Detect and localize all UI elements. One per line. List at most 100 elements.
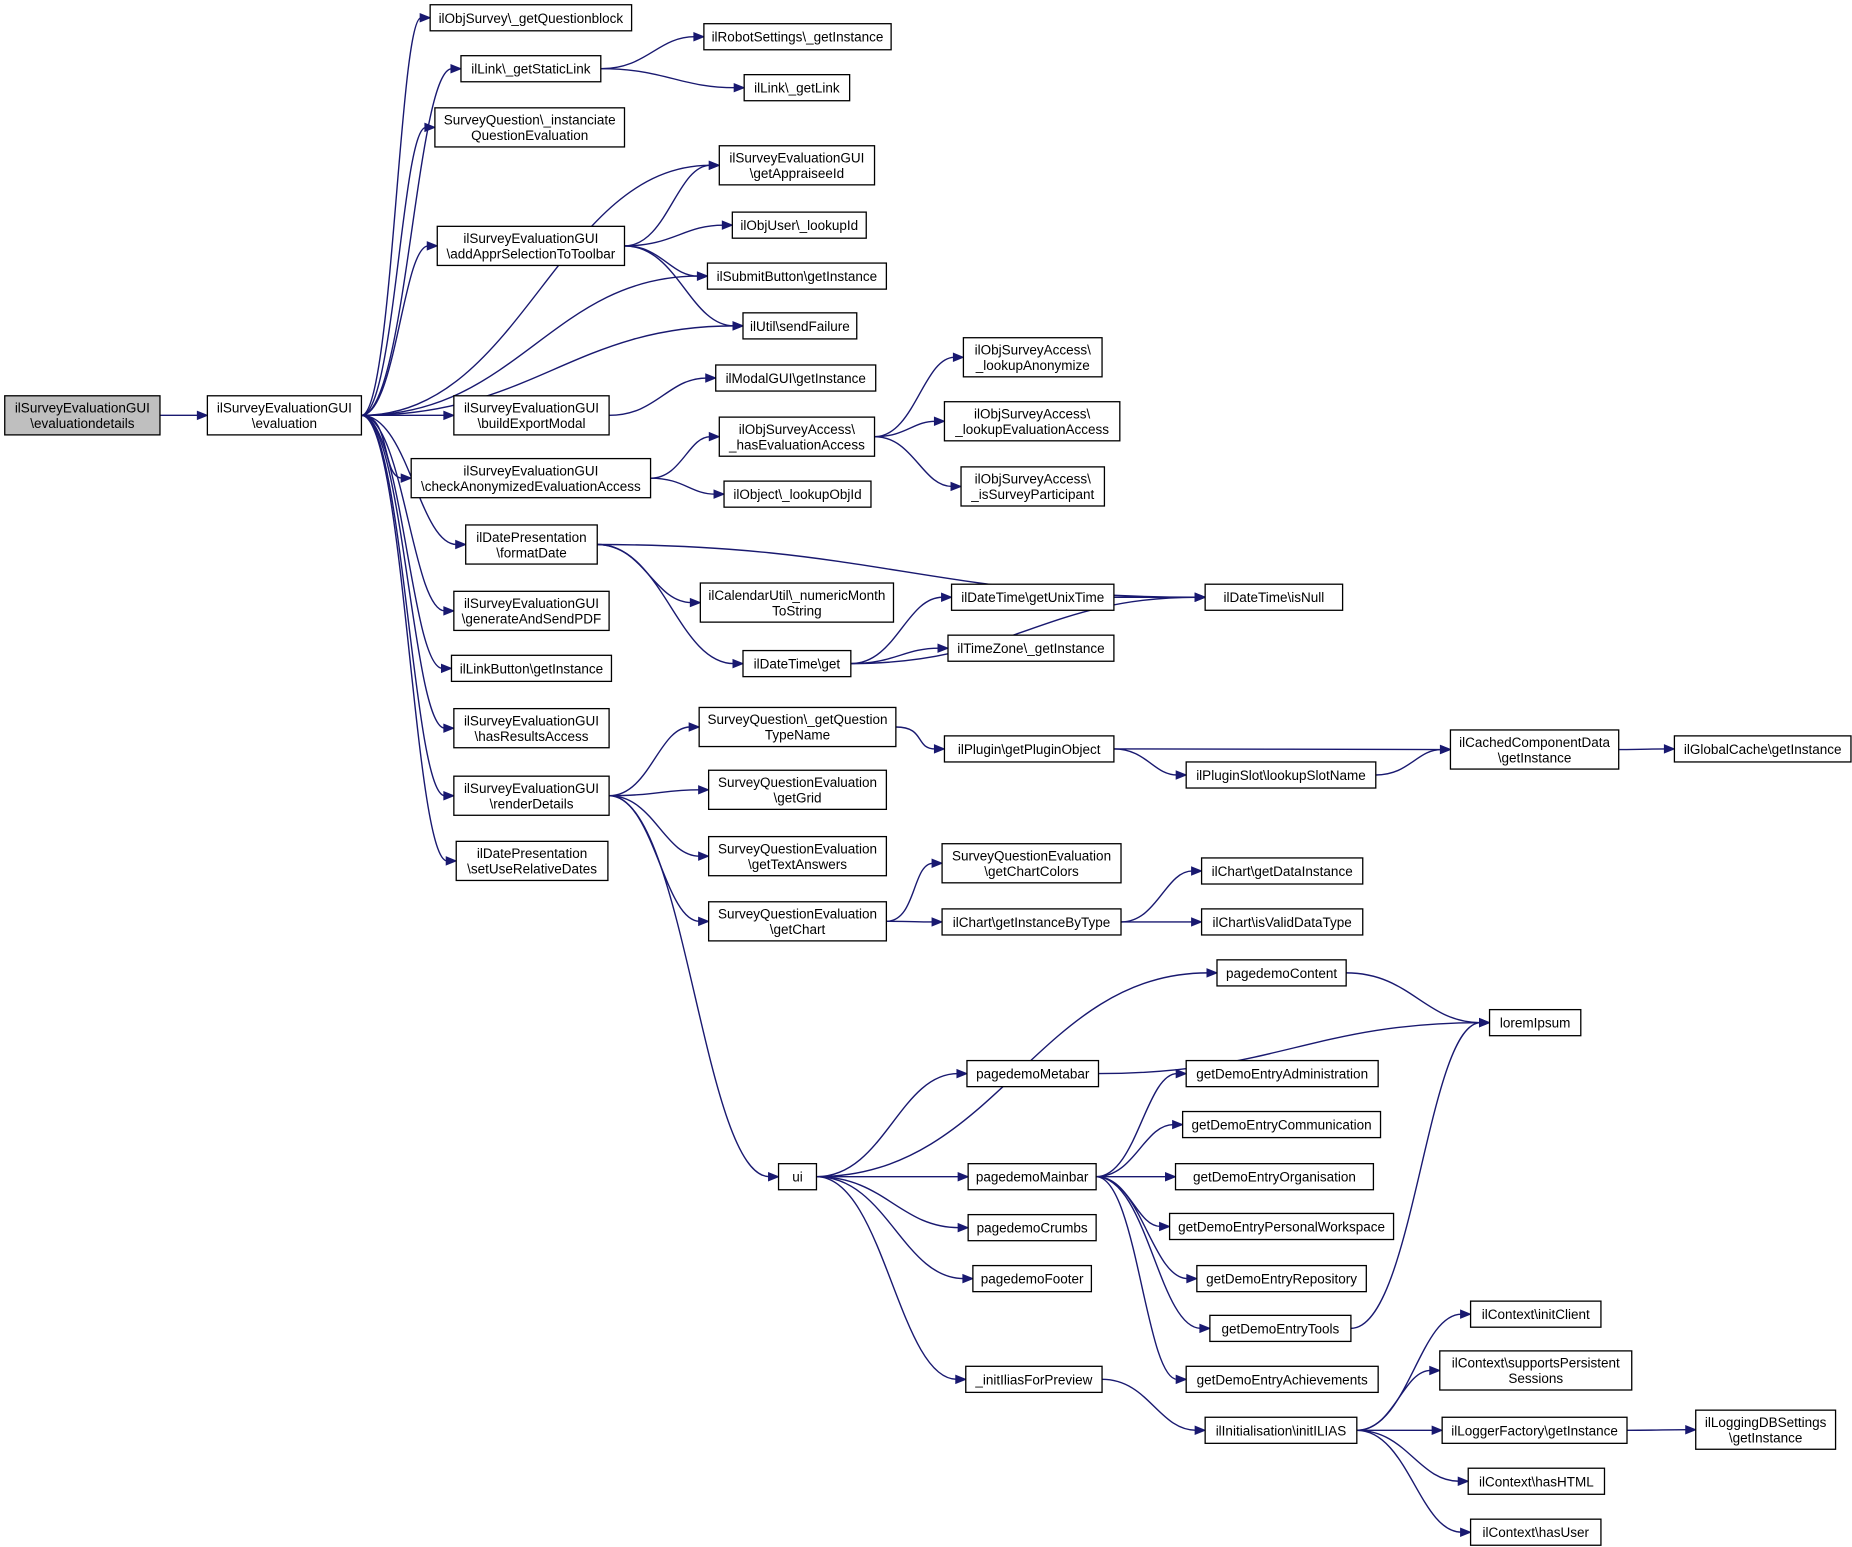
- edge-arrowhead: [424, 122, 437, 133]
- node-init-client[interactable]: ilContext\initClient: [1469, 1300, 1602, 1328]
- node-get-unix-time[interactable]: ilDateTime\getUnixTime: [950, 583, 1115, 611]
- node-get-static-link[interactable]: ilLink\_getStaticLink: [460, 55, 602, 83]
- edge-arrowhead: [400, 473, 413, 483]
- edge-cachedComp-to-globalCache: [1618, 744, 1676, 754]
- node-get-chart[interactable]: SurveyQuestionEvaluation\getChart: [707, 901, 888, 942]
- node-has-eval-access[interactable]: ilObjSurveyAccess\_hasEvaluationAccess: [718, 416, 876, 457]
- node-global-cache[interactable]: ilGlobalCache\getInstance: [1673, 735, 1852, 763]
- node-get-questionblock[interactable]: ilObjSurvey\_getQuestionblock: [429, 4, 633, 32]
- node-lookup-anonymize[interactable]: ilObjSurveyAccess\_lookupAnonymize: [962, 337, 1103, 378]
- edge-evaluation-to-submitButton: [361, 271, 709, 417]
- node-send-failure[interactable]: ilUtil\sendFailure: [742, 312, 858, 340]
- node-label-line: ilInitialisation\initILIAS: [1216, 1423, 1347, 1438]
- node-has-user[interactable]: ilContext\hasUser: [1469, 1518, 1602, 1546]
- node-demo-achievements[interactable]: getDemoEntryAchievements: [1185, 1365, 1379, 1394]
- node-lookup-id[interactable]: ilObjUser\_lookupId: [731, 211, 867, 239]
- node-demo-repo[interactable]: getDemoEntryRepository: [1196, 1264, 1367, 1293]
- node-label-line: ilSurveyEvaluationGUI: [464, 596, 599, 611]
- node-pagedemo-content[interactable]: pagedemoContent: [1216, 959, 1347, 987]
- node-evaluation[interactable]: ilSurveyEvaluationGUI\evaluation: [206, 395, 363, 436]
- node-lookup-obj-id[interactable]: ilObject\_lookupObjId: [723, 480, 872, 508]
- node-build-export-modal[interactable]: ilSurveyEvaluationGUI\buildExportModal: [453, 395, 610, 436]
- node-get-chart-colors[interactable]: SurveyQuestionEvaluation\getChartColors: [941, 843, 1122, 884]
- node-pagedemo-footer[interactable]: pagedemoFooter: [972, 1264, 1093, 1293]
- node-pagedemo-mainbar[interactable]: pagedemoMainbar: [967, 1163, 1097, 1191]
- edge-line: [816, 1176, 960, 1229]
- node-box: [1181, 1110, 1382, 1139]
- node-check-anon[interactable]: ilSurveyEvaluationGUI\checkAnonymizedEva…: [410, 457, 652, 499]
- node-logging-db[interactable]: ilLoggingDBSettings\getInstance: [1695, 1409, 1837, 1450]
- node-generate-pdf[interactable]: ilSurveyEvaluationGUI\generateAndSendPDF: [453, 590, 610, 632]
- edge-line: [1356, 1429, 1460, 1482]
- node-demo-personal[interactable]: getDemoEntryPersonalWorkspace: [1168, 1212, 1395, 1241]
- node-format-date[interactable]: ilDatePresentation\formatDate: [465, 524, 598, 565]
- node-label-line: ilSurveyEvaluationGUI: [15, 401, 150, 416]
- node-is-valid-data-type[interactable]: ilChart\isValidDataType: [1200, 908, 1364, 936]
- edge-arrowhead: [443, 606, 456, 616]
- node-instanciate-qe[interactable]: SurveyQuestion\_instanciateQuestionEvalu…: [434, 107, 626, 148]
- edge-arrowhead: [419, 13, 432, 23]
- node-get-instance-by-type[interactable]: ilChart\getInstanceByType: [941, 908, 1122, 936]
- node-robot-get-instance[interactable]: ilRobotSettings\_getInstance: [703, 23, 892, 51]
- node-lookup-eval-access[interactable]: ilObjSurveyAccess\_lookupEvaluationAcces…: [943, 401, 1121, 442]
- node-box: [453, 395, 610, 436]
- node-label-line: ilSurveyEvaluationGUI: [464, 781, 599, 796]
- node-box: [967, 1213, 1097, 1242]
- edge-line: [361, 414, 448, 862]
- edge-line: [1346, 972, 1481, 1024]
- node-get-text-answers[interactable]: SurveyQuestionEvaluation\getTextAnswers: [707, 835, 888, 877]
- edge-line: [361, 164, 711, 417]
- node-lookup-slot-name[interactable]: ilPluginSlot\lookupSlotName: [1185, 761, 1377, 789]
- node-box: [1200, 857, 1364, 885]
- edge-checkAnon-to-hasEvalAccess: [650, 431, 721, 479]
- edge-initILIAS-to-hasUser: [1356, 1429, 1472, 1537]
- node-render-details[interactable]: ilSurveyEvaluationGUI\renderDetails: [453, 775, 610, 816]
- node-link-button[interactable]: ilLinkButton\getInstance: [450, 654, 613, 683]
- edge-arrowhead: [689, 597, 702, 608]
- node-tz-get-instance[interactable]: ilTimeZone\_getInstance: [947, 634, 1115, 662]
- node-label-line: pagedemoCrumbs: [977, 1221, 1088, 1236]
- node-pagedemo-metabar[interactable]: pagedemoMetabar: [966, 1059, 1100, 1088]
- node-dt-get[interactable]: ilDateTime\get: [742, 649, 852, 678]
- node-add-appr[interactable]: ilSurveyEvaluationGUI\addApprSelectionTo…: [436, 225, 626, 267]
- node-get-plugin-object[interactable]: ilPlugin\getPluginObject: [943, 735, 1115, 763]
- node-demo-tools[interactable]: getDemoEntryTools: [1209, 1314, 1352, 1343]
- node-label-line: ilLoggingDBSettings: [1705, 1415, 1827, 1430]
- node-has-html[interactable]: ilContext\hasHTML: [1467, 1467, 1606, 1495]
- node-modal-gui[interactable]: ilModalGUI\getInstance: [715, 364, 877, 392]
- node-demo-comm[interactable]: getDemoEntryCommunication: [1181, 1110, 1382, 1139]
- edge-arrowhead: [443, 790, 456, 801]
- node-root[interactable]: ilSurveyEvaluationGUI\evaluationdetails: [4, 395, 161, 436]
- node-get-link[interactable]: ilLink\_getLink: [743, 74, 851, 102]
- edge-ui-to-pagedemoCrumbs: [816, 1176, 970, 1233]
- edge-arrowhead: [1175, 770, 1188, 780]
- node-get-grid[interactable]: SurveyQuestionEvaluation\getGrid: [707, 769, 888, 811]
- edge-line: [850, 596, 943, 665]
- node-lorem-ipsum[interactable]: loremIpsum: [1488, 1008, 1582, 1037]
- node-has-results[interactable]: ilSurveyEvaluationGUI\hasResultsAccess: [453, 707, 610, 749]
- node-label-line: ilCalendarUtil\_numericMonth: [708, 588, 885, 603]
- node-submit-button[interactable]: ilSubmitButton\getInstance: [706, 262, 888, 290]
- node-set-use-relative[interactable]: ilDatePresentation\setUseRelativeDates: [455, 840, 609, 882]
- node-is-null[interactable]: ilDateTime\isNull: [1204, 583, 1344, 611]
- node-get-data-instance[interactable]: ilChart\getDataInstance: [1200, 857, 1364, 885]
- node-get-appraisee-id[interactable]: ilSurveyEvaluationGUI\getAppraiseeId: [718, 145, 876, 186]
- edge-evaluation-to-generatePDF: [361, 414, 456, 616]
- node-label-line: getDemoEntryPersonalWorkspace: [1178, 1219, 1385, 1234]
- node-init-ilias-preview[interactable]: _initIliasForPreview: [965, 1365, 1103, 1394]
- edge-ui-to-pagedemoFooter: [816, 1176, 975, 1284]
- node-pagedemo-crumbs[interactable]: pagedemoCrumbs: [967, 1213, 1097, 1242]
- node-label-line: ilDatePresentation: [477, 846, 587, 861]
- node-demo-admin[interactable]: getDemoEntryAdministration: [1185, 1059, 1379, 1088]
- node-init-ilias[interactable]: ilInitialisation\initILIAS: [1204, 1416, 1358, 1444]
- node-logger-factory[interactable]: ilLoggerFactory\getInstance: [1441, 1416, 1628, 1444]
- node-ui[interactable]: ui: [777, 1163, 818, 1191]
- node-demo-org[interactable]: getDemoEntryOrganisation: [1174, 1163, 1375, 1191]
- node-cached-comp[interactable]: ilCachedComponentData\getInstance: [1449, 729, 1620, 770]
- node-label-line: ilLink\_getLink: [754, 81, 840, 96]
- edge-arrowhead: [1429, 1365, 1442, 1376]
- node-is-survey-participant[interactable]: ilObjSurveyAccess\_isSurveyParticipant: [960, 466, 1106, 507]
